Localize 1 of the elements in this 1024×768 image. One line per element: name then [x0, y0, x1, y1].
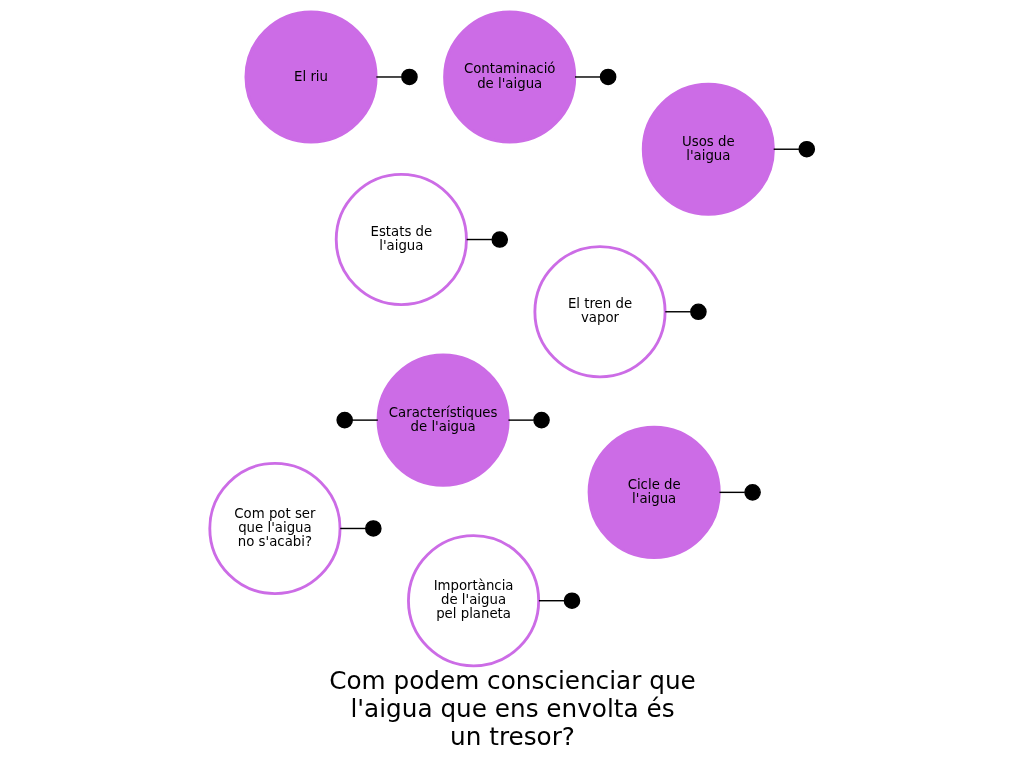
diagram-title: Com podem conscienciar que l'aigua que ens envolta és un tresor?: [328, 666, 696, 751]
